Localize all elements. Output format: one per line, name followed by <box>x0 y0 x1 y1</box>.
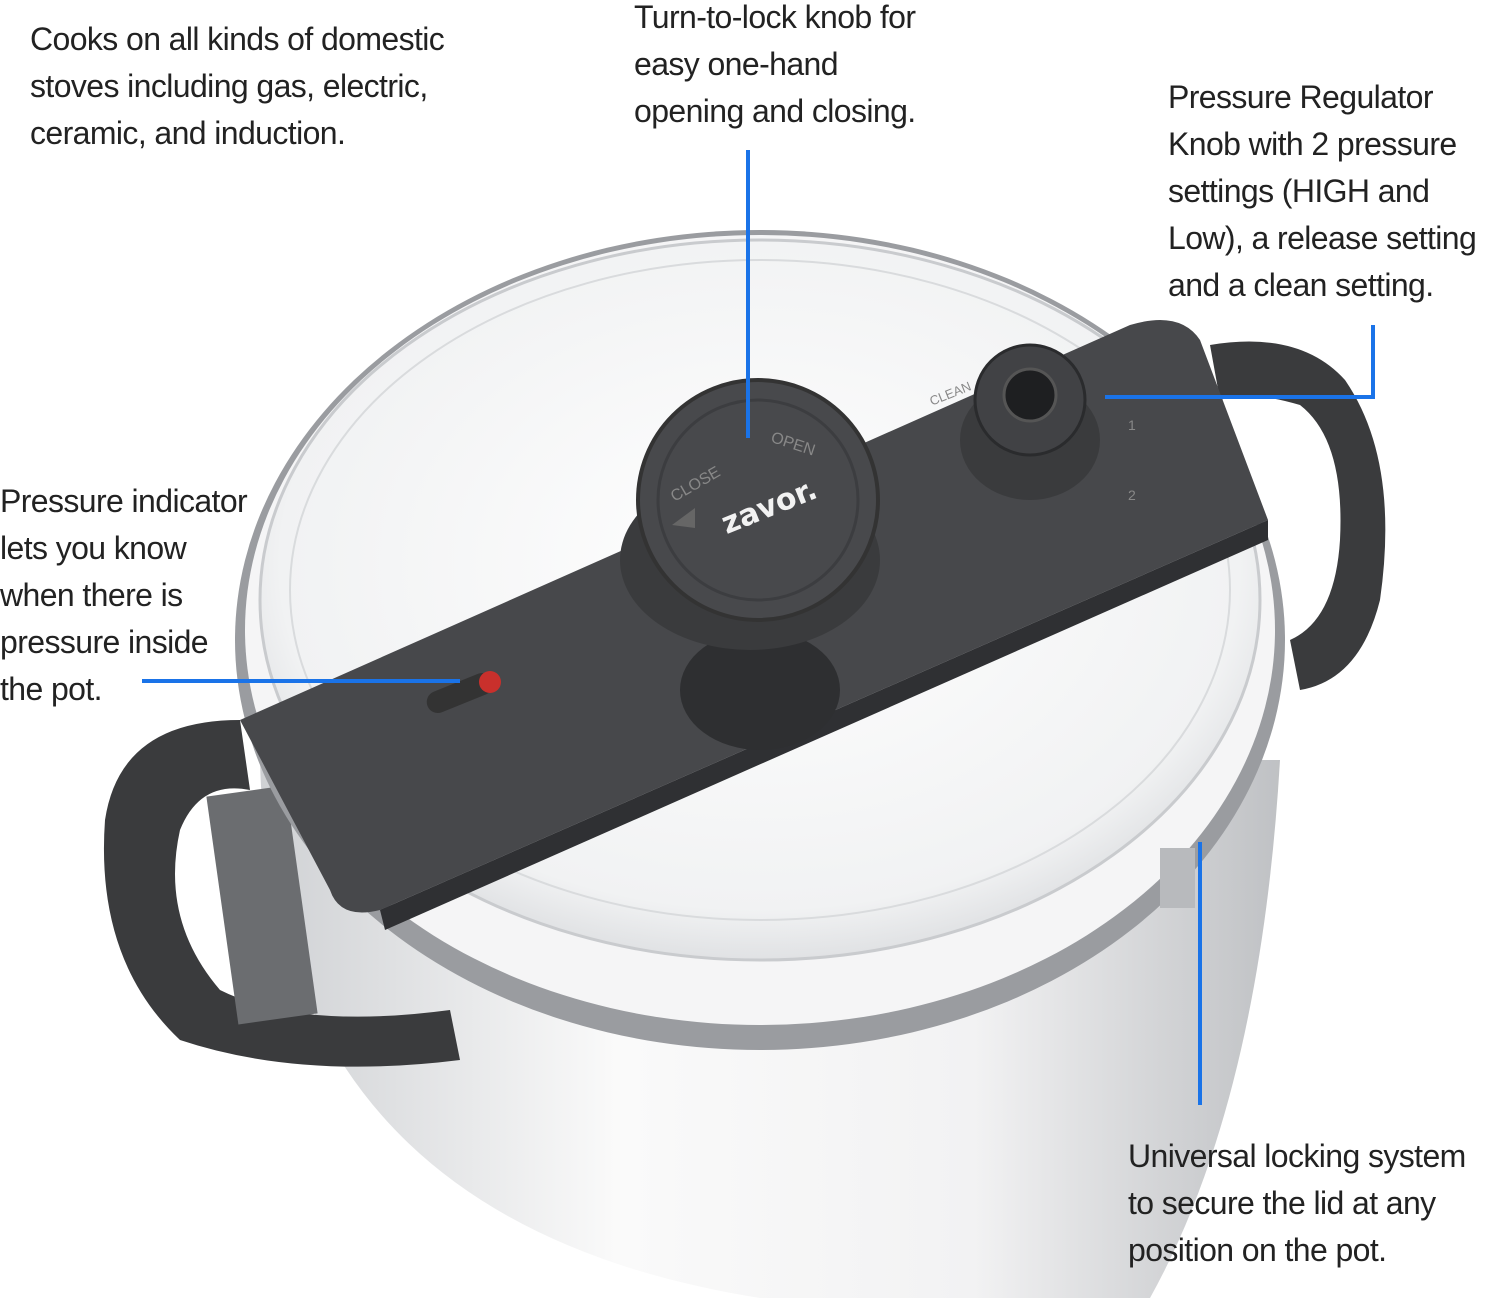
callout-line: easy one-hand <box>634 46 839 82</box>
regulator-callout-line-h <box>1105 395 1375 399</box>
pressure-indicator-slot <box>426 673 494 713</box>
callout-line: stoves including gas, electric, <box>30 68 428 104</box>
callout-line: settings (HIGH and <box>1168 173 1430 209</box>
callout-line: when there is <box>0 577 183 613</box>
callout-regulator: Pressure Regulator Knob with 2 pressure … <box>1168 74 1477 309</box>
callout-line: Universal locking system <box>1128 1138 1466 1174</box>
callout-line: Pressure indicator <box>0 483 248 519</box>
callout-line: the pot. <box>0 671 103 707</box>
regulator-setting-2: 2 <box>1128 487 1136 503</box>
callout-line: Cooks on all kinds of domestic <box>30 21 445 57</box>
regulator-callout-line-v <box>1371 325 1375 399</box>
callout-line: Knob with 2 pressure <box>1168 126 1457 162</box>
left-handle <box>103 720 461 1067</box>
callout-line: Pressure Regulator <box>1168 79 1433 115</box>
callout-line: ceramic, and induction. <box>30 115 346 151</box>
knob-callout-line <box>746 150 750 438</box>
left-handle-bracket <box>206 785 318 1025</box>
callout-line: to secure the lid at any <box>1128 1185 1436 1221</box>
callout-line: position on the pot. <box>1128 1232 1387 1268</box>
regulator-setting-1: 1 <box>1128 417 1136 433</box>
callout-knob: Turn-to-lock knob for easy one-hand open… <box>634 0 916 135</box>
right-handle <box>1210 341 1386 690</box>
triangle-marker-icon <box>672 508 695 528</box>
locking-callout-line <box>1198 842 1202 1105</box>
pressure-indicator-icon <box>479 671 501 693</box>
callout-stoves: Cooks on all kinds of domestic stoves in… <box>30 16 445 157</box>
callout-indicator: Pressure indicator lets you know when th… <box>0 478 248 713</box>
callout-line: pressure inside <box>0 624 209 660</box>
callout-line: Turn-to-lock knob for <box>634 0 916 35</box>
lock-knob <box>636 378 880 622</box>
callout-line: opening and closing. <box>634 93 916 129</box>
lid-lock-clip <box>1160 848 1195 908</box>
indicator-callout-line <box>142 679 460 683</box>
callout-line: and a clean setting. <box>1168 267 1434 303</box>
callout-line: lets you know <box>0 530 187 566</box>
callout-locking: Universal locking system to secure the l… <box>1128 1133 1466 1274</box>
callout-line: Low), a release setting <box>1168 220 1477 256</box>
